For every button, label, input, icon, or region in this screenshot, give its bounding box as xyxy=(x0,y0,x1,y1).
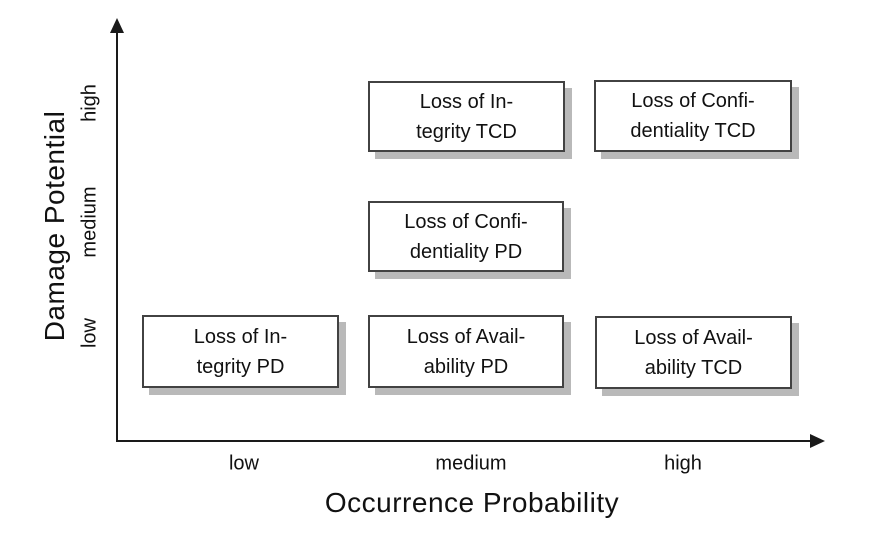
node-label-line: tegrity TCD xyxy=(416,120,517,143)
x-tick-medium: medium xyxy=(435,452,507,475)
x-axis-arrowhead-icon xyxy=(810,434,825,448)
node-loss-of-integrity-pd: Loss of In- tegrity PD xyxy=(142,315,339,388)
y-axis-arrowhead-icon xyxy=(110,18,124,33)
node-label-line: ability TCD xyxy=(644,356,743,379)
x-tick-low: low xyxy=(228,452,260,475)
y-tick-medium: medium xyxy=(78,186,101,258)
node-loss-of-confidentiality-pd: Loss of Confi- dentiality PD xyxy=(368,201,564,272)
node-label-line: Loss of In- xyxy=(193,325,288,348)
node-label-line: dentiality TCD xyxy=(630,120,756,142)
node-loss-of-confidentiality-tcd: Loss of Confi- dentiality TCD xyxy=(594,80,792,152)
node-loss-of-availability-tcd: Loss of Avail- ability TCD xyxy=(595,316,792,389)
node-label-line: Loss of Confi- xyxy=(631,90,755,112)
x-tick-high: high xyxy=(664,452,702,475)
node-label-line: ability PD xyxy=(423,355,509,378)
node-label-line: Loss of In- xyxy=(419,90,514,113)
node-label-line: Loss of Avail- xyxy=(406,325,526,348)
node-label-line: dentiality PD xyxy=(409,240,523,263)
y-tick-high: high xyxy=(78,84,101,122)
node-label-line: tegrity PD xyxy=(196,355,285,378)
y-axis-title: Damage Potential xyxy=(39,110,70,342)
y-tick-low: low xyxy=(78,317,101,349)
node-loss-of-availability-pd: Loss of Avail- ability PD xyxy=(368,315,564,388)
y-axis-line xyxy=(116,24,118,442)
x-axis-title: Occurrence Probability xyxy=(324,487,620,518)
node-label-line: Loss of Avail- xyxy=(634,326,753,349)
x-axis-line xyxy=(116,440,814,442)
node-loss-of-integrity-tcd: Loss of In- tegrity TCD xyxy=(368,81,565,152)
node-label-line: Loss of Confi- xyxy=(404,210,528,233)
